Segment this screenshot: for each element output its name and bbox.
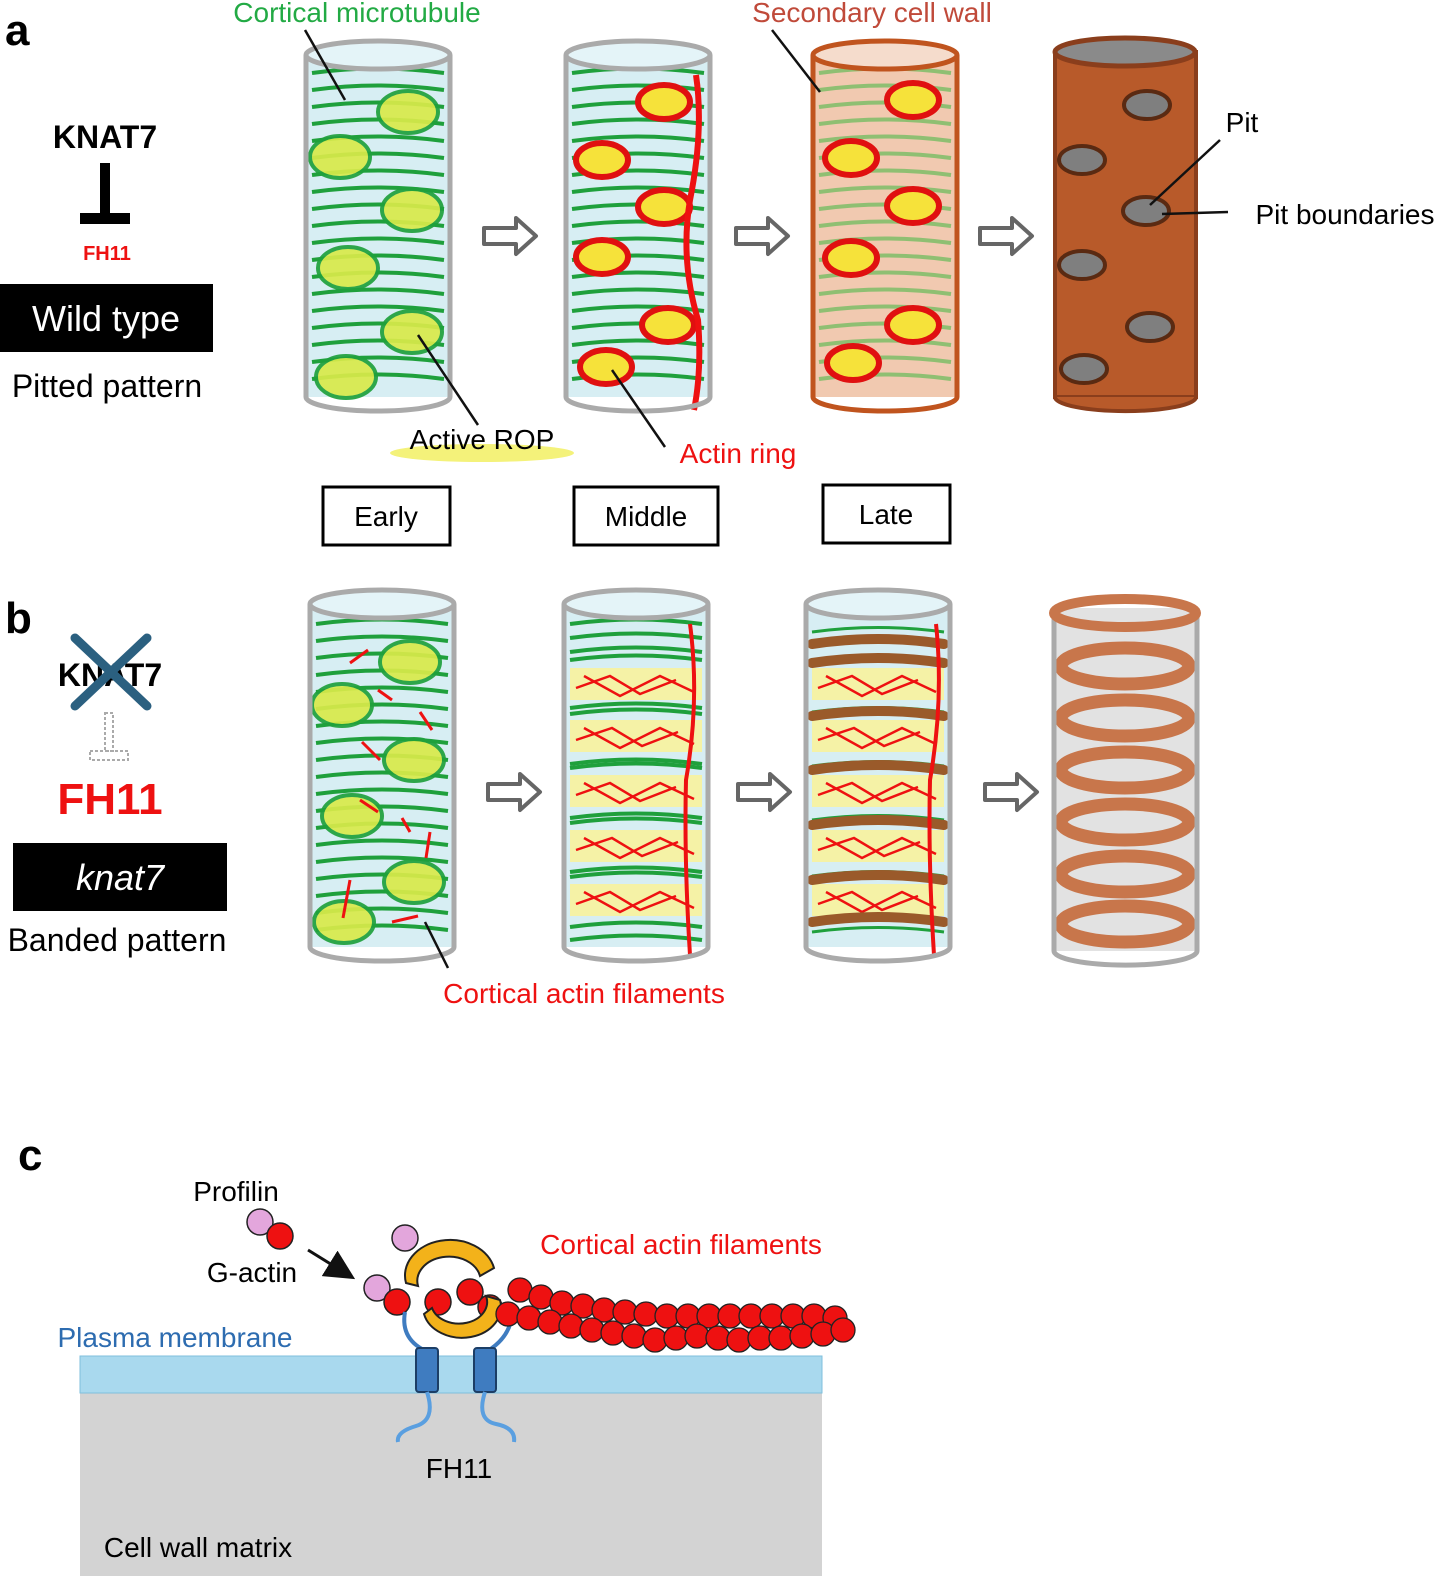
profilin-label: Profilin — [193, 1176, 279, 1207]
stage-arrows-b — [486, 772, 1039, 812]
wild-type-label: Wild type — [32, 298, 180, 339]
actin-filament — [495, 1277, 856, 1353]
stage-box-middle: Middle — [572, 485, 720, 547]
cylinder-a-middle — [563, 38, 713, 414]
panel-b-letter: b — [5, 594, 32, 643]
actin-cable — [683, 74, 703, 411]
panel-c-letter: c — [18, 1131, 42, 1180]
stage-early-label: Early — [354, 501, 418, 532]
cylinder-a-early — [303, 38, 453, 414]
secondary-cell-wall-label: Secondary cell wall — [752, 0, 992, 28]
knat7-label: knat7 — [76, 857, 166, 898]
stage-late-label: Late — [859, 499, 914, 530]
stage-box-early: Early — [321, 485, 452, 547]
g-actin-label: G-actin — [207, 1257, 297, 1288]
cortical-actin-label-b: Cortical actin filaments — [443, 978, 725, 1009]
pits — [1057, 89, 1175, 385]
repression-symbol — [80, 163, 130, 224]
cylinder-b-middle — [561, 587, 711, 964]
cell-wall-matrix-label: Cell wall matrix — [104, 1532, 292, 1563]
stage-middle-label: Middle — [605, 501, 687, 532]
pit-label: Pit — [1226, 107, 1259, 138]
cylinder-b-final — [1049, 594, 1201, 968]
pit-boundaries-label: Pit boundaries — [1255, 199, 1434, 230]
actin-ring-label: Actin ring — [680, 438, 797, 469]
panel-b-target: FH11 — [57, 775, 162, 824]
active-rop-highlight — [390, 444, 574, 462]
actin-leader-line — [423, 921, 450, 969]
stage-arrows-a — [482, 216, 1034, 256]
cylinder-b-early — [307, 587, 457, 964]
cylinder-b-late — [803, 587, 953, 964]
plasma-membrane-label: Plasma membrane — [58, 1322, 293, 1353]
panel-a-target: FH11 — [83, 243, 131, 265]
secondary-wall-rings — [1054, 641, 1196, 949]
free-profilin — [391, 1224, 419, 1252]
fh11-transmembrane — [395, 1303, 517, 1443]
delivery-arrow — [307, 1248, 356, 1280]
profilin-g-actin-complex — [246, 1208, 294, 1250]
panel-a-letter: a — [5, 6, 30, 55]
knockout-cross — [70, 633, 152, 711]
cylinder-a-late — [810, 38, 960, 414]
plasma-membrane — [79, 1355, 823, 1394]
cortical-actin-label-c: Cortical actin filaments — [540, 1229, 822, 1260]
banded-pattern-label: Banded pattern — [8, 922, 227, 958]
formin-fh2-domain — [404, 1238, 502, 1339]
panel-a-regulator: KNAT7 — [53, 119, 157, 155]
leader-lines-a — [303, 29, 1229, 448]
knat7-box — [13, 843, 227, 911]
cortical-microtubule-label: Cortical microtubule — [233, 0, 480, 28]
fh11-label: FH11 — [426, 1453, 492, 1484]
active-rop-patches — [308, 89, 444, 400]
wild-type-box — [0, 284, 213, 352]
stage-box-late: Late — [821, 483, 952, 545]
inactive-repression-symbol — [89, 712, 129, 761]
cortical-actin-segments — [341, 648, 434, 924]
cylinder-a-final — [1052, 35, 1198, 414]
cell-wall-matrix — [80, 1392, 822, 1576]
active-rop-label: Active ROP — [410, 424, 555, 455]
pitted-pattern-label: Pitted pattern — [12, 368, 202, 404]
